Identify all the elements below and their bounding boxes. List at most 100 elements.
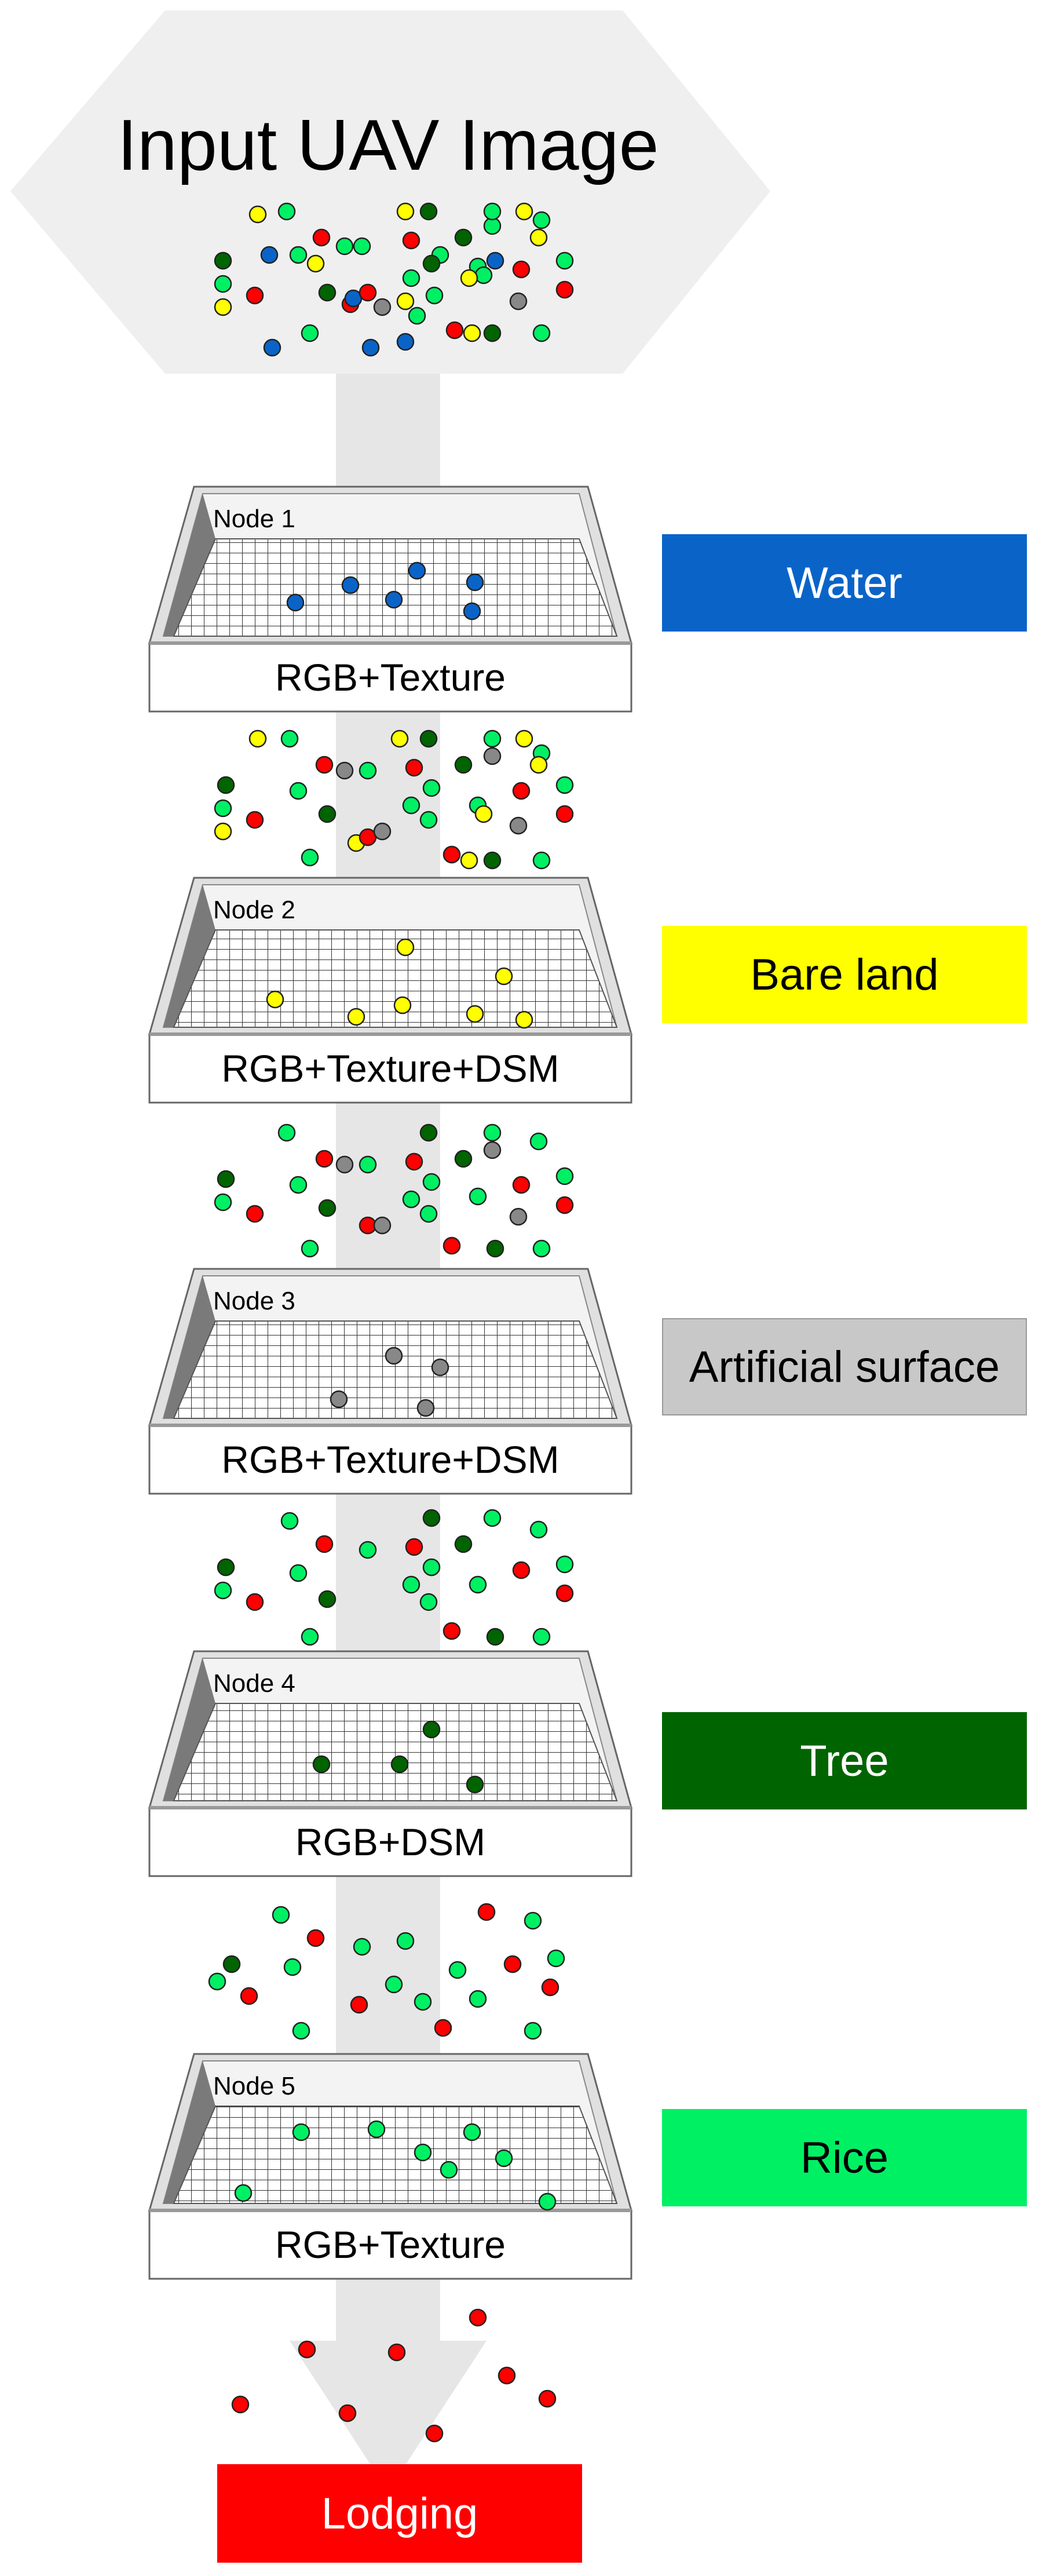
node-label-4: Node 4: [213, 1669, 295, 1698]
class-dot: [373, 298, 392, 316]
class-dot: [217, 1170, 235, 1188]
grid-floor: [173, 1320, 618, 1419]
class-dot: [483, 324, 502, 342]
class-dot: [509, 292, 528, 311]
class-dot: [454, 1150, 473, 1168]
class-dot: [246, 1593, 264, 1611]
class-dot: [498, 2366, 516, 2385]
class-dot: [512, 1561, 531, 1579]
class-dot: [515, 202, 533, 221]
class-dot: [529, 1132, 548, 1151]
class-dot: [208, 1972, 226, 1991]
class-dot: [359, 1541, 377, 1559]
class-dot: [495, 967, 513, 986]
class-dot: [442, 845, 461, 864]
class-dot: [405, 1538, 423, 1556]
class-dot: [524, 2022, 542, 2040]
class-dot: [312, 228, 331, 247]
node-tray-5: Node 5 RGB+Texture: [148, 2053, 632, 2280]
class-dot: [312, 1755, 331, 1774]
class-dot: [277, 202, 296, 221]
class-dot: [532, 324, 551, 342]
class-dot: [419, 811, 438, 829]
class-dot: [483, 747, 502, 765]
grid-floor: [173, 1703, 618, 1801]
class-dot: [350, 1995, 368, 2014]
class-dot: [361, 338, 380, 357]
class-dot: [463, 2123, 481, 2141]
class-dot: [555, 1196, 574, 1214]
class-dot: [246, 286, 264, 305]
class-dot: [315, 1535, 334, 1553]
class-dot: [373, 822, 392, 841]
class-dot: [289, 246, 308, 264]
class-dot: [486, 1239, 504, 1258]
class-dot: [422, 254, 441, 273]
class-dot: [280, 729, 299, 748]
class-dot: [277, 1123, 296, 1142]
class-dot: [419, 1205, 438, 1223]
class-dot: [495, 2149, 513, 2168]
class-dot: [422, 1558, 441, 1577]
class-dot: [341, 576, 360, 594]
class-dot: [486, 251, 504, 270]
feature-label-5: RGB+Texture: [275, 2223, 506, 2266]
class-dot: [463, 602, 481, 621]
class-dot: [315, 1150, 334, 1168]
class-dot: [396, 333, 415, 351]
class-dot: [387, 2343, 406, 2362]
class-dot: [422, 1720, 441, 1739]
class-dot: [419, 729, 438, 748]
class-dot: [483, 1141, 502, 1159]
class-dot: [280, 1512, 299, 1530]
class-dot: [318, 283, 337, 302]
class-dot: [555, 1584, 574, 1603]
class-dot: [246, 811, 264, 829]
class-dot: [512, 260, 531, 279]
feature-label-2: RGB+Texture+DSM: [221, 1047, 559, 1090]
class-dot: [396, 938, 415, 957]
class-dot: [440, 2161, 458, 2179]
class-dot: [483, 1509, 502, 1527]
class-dot: [483, 202, 502, 221]
class-dot: [390, 1755, 409, 1774]
class-dot: [463, 324, 481, 342]
class-dot: [214, 275, 232, 293]
class-label-rice: Rice: [662, 2109, 1027, 2206]
node-label-5: Node 5: [213, 2072, 295, 2100]
class-dot: [301, 324, 319, 342]
class-dot: [555, 280, 574, 299]
class-dot: [509, 816, 528, 835]
class-dot: [524, 1911, 542, 1930]
class-dot: [474, 266, 493, 284]
class-dot: [555, 805, 574, 823]
class-dot: [301, 1239, 319, 1258]
class-dot: [529, 228, 548, 247]
class-dot: [248, 205, 267, 224]
class-dot: [214, 298, 232, 316]
class-dot: [214, 822, 232, 841]
feature-label-1: RGB+Texture: [275, 656, 506, 699]
class-dot: [298, 2340, 316, 2359]
class-dot: [442, 1236, 461, 1255]
class-dot: [529, 1520, 548, 1539]
class-dot: [335, 1155, 354, 1174]
class-dot: [532, 1239, 551, 1258]
class-dot: [393, 996, 412, 1015]
class-dot: [555, 1555, 574, 1574]
class-dot: [240, 1987, 258, 2005]
class-dot: [445, 321, 464, 340]
class-dot: [460, 269, 478, 287]
class-dot: [402, 231, 420, 250]
class-dot: [529, 756, 548, 774]
class-dot: [234, 2184, 253, 2202]
class-dot: [335, 237, 354, 256]
class-dot: [359, 1155, 377, 1174]
class-dot: [483, 1123, 502, 1142]
class-dot: [422, 1509, 441, 1527]
class-dot: [292, 2022, 310, 2040]
class-dot: [419, 1123, 438, 1142]
class-dot: [338, 2404, 357, 2422]
